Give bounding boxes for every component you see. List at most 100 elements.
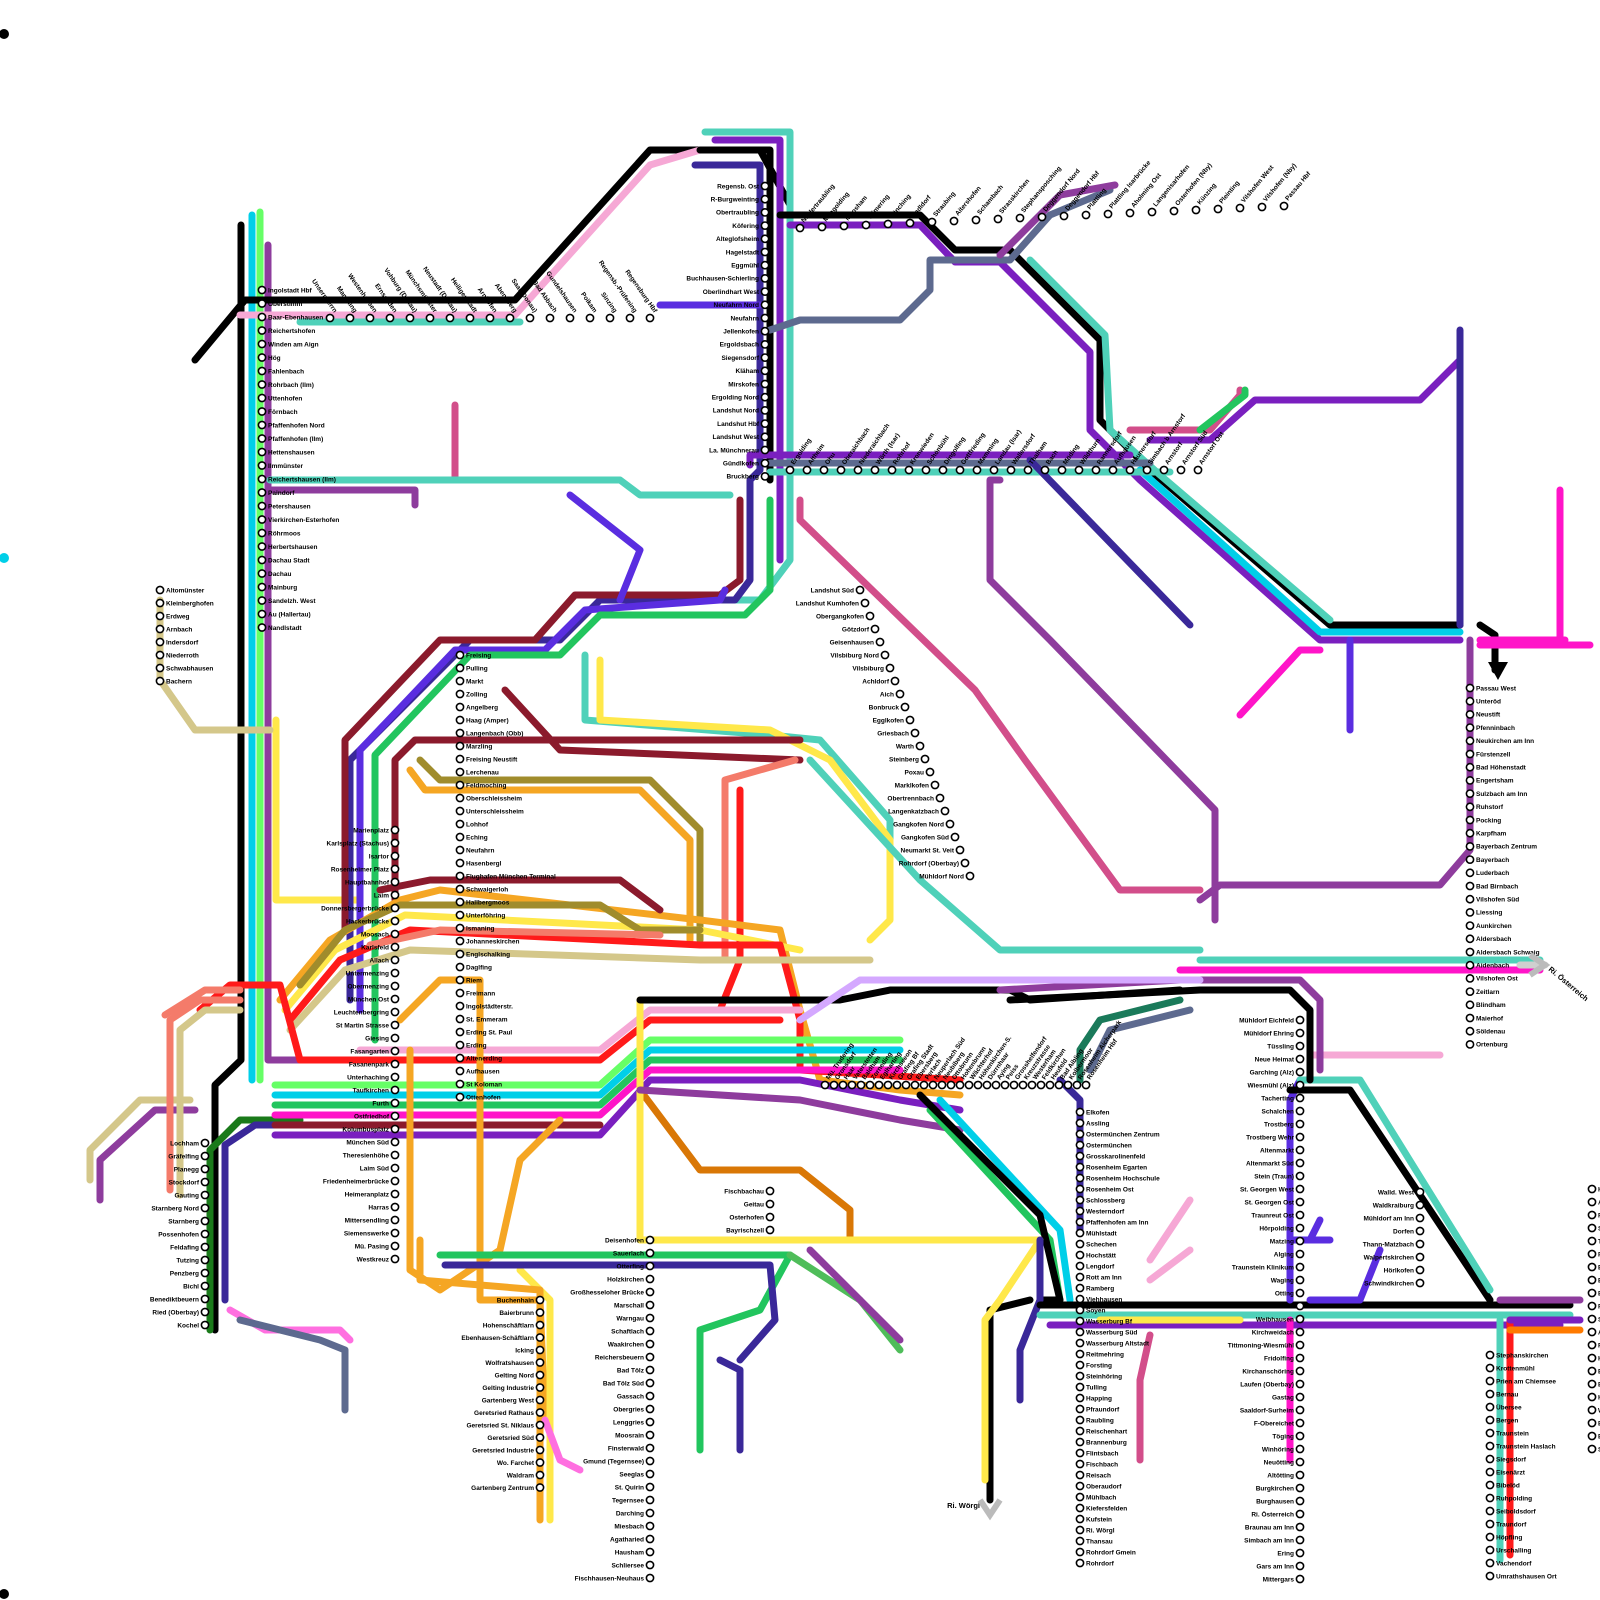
station-stop [1143, 466, 1150, 473]
station-stop [1076, 1196, 1083, 1203]
station-stop [456, 1054, 463, 1061]
station-stop [391, 1203, 398, 1210]
station-stop [1170, 207, 1177, 214]
station-stop [761, 407, 768, 414]
station-stop [1486, 1559, 1493, 1566]
station-stop [201, 1178, 208, 1185]
station-stop [201, 1217, 208, 1224]
station-stop [201, 1282, 208, 1289]
station-stop [1001, 1081, 1008, 1088]
station-label: Daglfing [466, 964, 492, 971]
station-stop [1588, 1445, 1595, 1452]
station-stop [486, 314, 493, 321]
station-label: Unterhaching [347, 1074, 389, 1081]
station-label: Furth [372, 1100, 389, 1107]
station-label: Wo. Farchet [497, 1460, 535, 1467]
station-label: Obertraubling [716, 210, 759, 217]
route-traunreut [1290, 1220, 1330, 1240]
station-label: Traundorf [1496, 1521, 1527, 1528]
station-stop [1076, 1273, 1083, 1280]
direction-label: Ri. Wörgl [947, 1501, 980, 1510]
station-stop [456, 963, 463, 970]
station-label: Vilshofen Süd [1476, 897, 1519, 904]
station-stop [506, 314, 513, 321]
station-stop [761, 314, 768, 321]
station-label: Eching [466, 834, 488, 841]
station-label: Grosskarolinenfeld [1086, 1153, 1145, 1160]
station-label: Röhrmoos [268, 530, 301, 537]
station-stop [1296, 1302, 1303, 1309]
station-stop [1082, 1081, 1089, 1088]
station-stop [911, 1081, 918, 1088]
station-stop [862, 221, 869, 228]
station-stop [965, 1081, 972, 1088]
station-label: Gauting [174, 1192, 199, 1199]
station-stop [938, 1081, 945, 1088]
station-label: Dachau [268, 571, 292, 578]
station-stop [961, 859, 968, 866]
station-stop [946, 820, 953, 827]
station-stop [871, 625, 878, 632]
station-stop [646, 1561, 653, 1568]
station-label: Ried (Oberbay) [152, 1309, 199, 1316]
station-stop [536, 1446, 543, 1453]
station-stop [1076, 1295, 1083, 1302]
station-stop [586, 314, 593, 321]
station-stop [1466, 724, 1473, 731]
station-label: Giesing [365, 1035, 389, 1042]
station-stop [884, 1081, 891, 1088]
station-label: Obergries [613, 1406, 644, 1413]
route-passau-pocking [1200, 640, 1470, 900]
arrow-down-icon [1488, 662, 1508, 680]
station-stop [456, 924, 463, 931]
station-stop [1296, 1354, 1303, 1361]
station-label: Otting [1275, 1290, 1294, 1297]
station-stop [391, 1177, 398, 1184]
station-label: Obergangkofen [816, 613, 864, 620]
station-label: Landshut Süd [811, 587, 854, 594]
station-stop [1466, 830, 1473, 837]
station-stop [258, 381, 265, 388]
station-label: Mü. Pasing [355, 1243, 389, 1250]
station-label: Marklkofen [895, 782, 929, 789]
station-stop [1296, 1237, 1303, 1244]
station-stop [456, 664, 463, 671]
station-stop [911, 729, 918, 736]
station-stop [456, 781, 463, 788]
station-label: Rohrdorf [1086, 1560, 1115, 1567]
station-label: Otterfing [617, 1263, 644, 1270]
station-stop [1148, 208, 1155, 215]
station-label: Westerndorf [1086, 1208, 1125, 1215]
station-label: Agatharied [610, 1536, 644, 1543]
station-label: Reichertshofen [268, 328, 315, 335]
station-stop [1296, 1263, 1303, 1270]
station-stop [856, 586, 863, 593]
station-label: Schwindkirchen [1364, 1280, 1414, 1287]
station-stop [201, 1295, 208, 1302]
station-stop [1588, 1185, 1595, 1192]
station-label: Gassach [617, 1393, 644, 1400]
station-stop [456, 1015, 463, 1022]
station-label: Stein (Traun) [1254, 1173, 1294, 1180]
station-stop [1046, 1081, 1053, 1088]
station-label: Osterhofen (Nby) [1174, 162, 1213, 207]
station-stop [536, 1296, 543, 1303]
station-label: Engertsham [1476, 778, 1514, 785]
station-label: Übersee [1496, 1402, 1522, 1411]
station-stop [1486, 1572, 1493, 1579]
station-stop [1296, 1068, 1303, 1075]
station-stop [456, 911, 463, 918]
station-stop [766, 1200, 773, 1207]
station-stop [956, 466, 963, 473]
station-stop [1466, 882, 1473, 889]
station-stop [391, 852, 398, 859]
station-label: Kläham [736, 368, 760, 375]
station-label: Poxau [904, 769, 924, 776]
station-stop [391, 930, 398, 937]
station-stop [1588, 1341, 1595, 1348]
station-stop [848, 1081, 855, 1088]
station-stop [1466, 750, 1473, 757]
station-stop [258, 313, 265, 320]
station-stop [646, 1470, 653, 1477]
station-stop [566, 314, 573, 321]
